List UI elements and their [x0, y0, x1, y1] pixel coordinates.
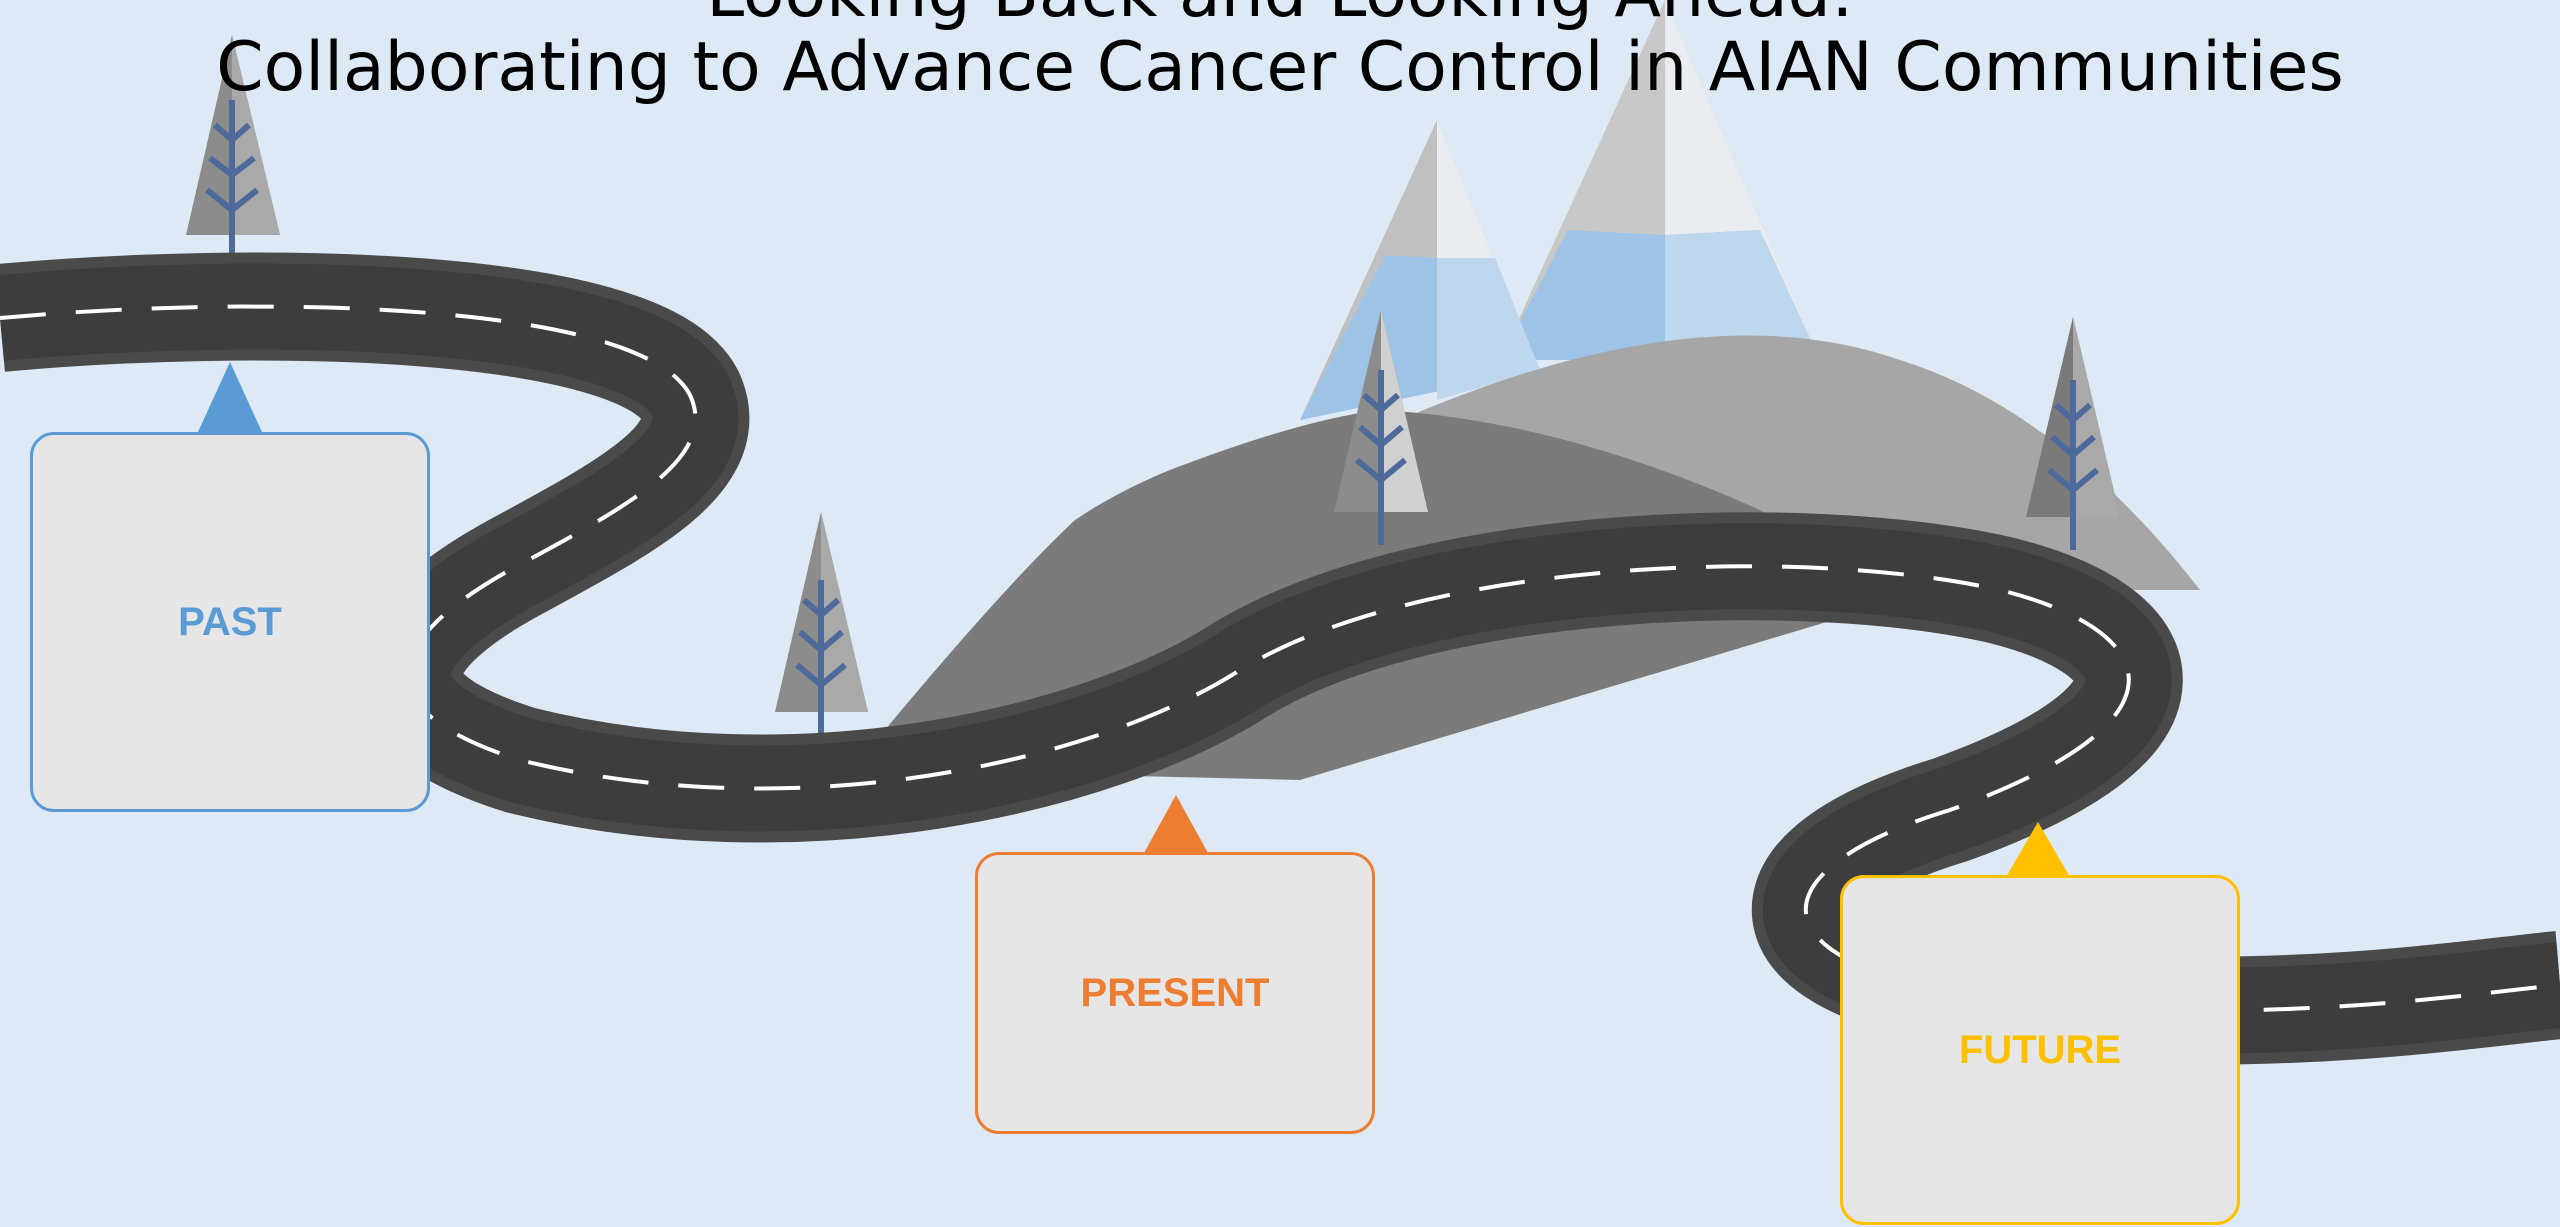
page-title-line-1: Looking Back and Looking Ahead:: [0, 0, 2560, 28]
milestone-past: PAST: [30, 432, 430, 812]
milestone-future: FUTURE: [1840, 875, 2240, 1225]
future-pointer: [2006, 822, 2070, 877]
milestone-present: PRESENT: [975, 852, 1375, 1134]
past-pointer: [198, 362, 262, 432]
tree-icon: [2026, 317, 2120, 550]
milestone-label-past: PAST: [178, 599, 282, 644]
milestone-label-future: FUTURE: [1958, 1027, 2122, 1072]
page-title-line-2: Collaborating to Advance Cancer Control …: [216, 28, 2344, 107]
present-pointer: [1144, 795, 1208, 853]
road-icon: [0, 252, 2560, 1065]
tree-icon: [775, 512, 868, 750]
tree-icon: [1334, 310, 1428, 545]
milestone-label-present: PRESENT: [1080, 970, 1270, 1015]
tree-icon: [186, 35, 280, 275]
mountain-icon: [1300, 0, 1820, 420]
